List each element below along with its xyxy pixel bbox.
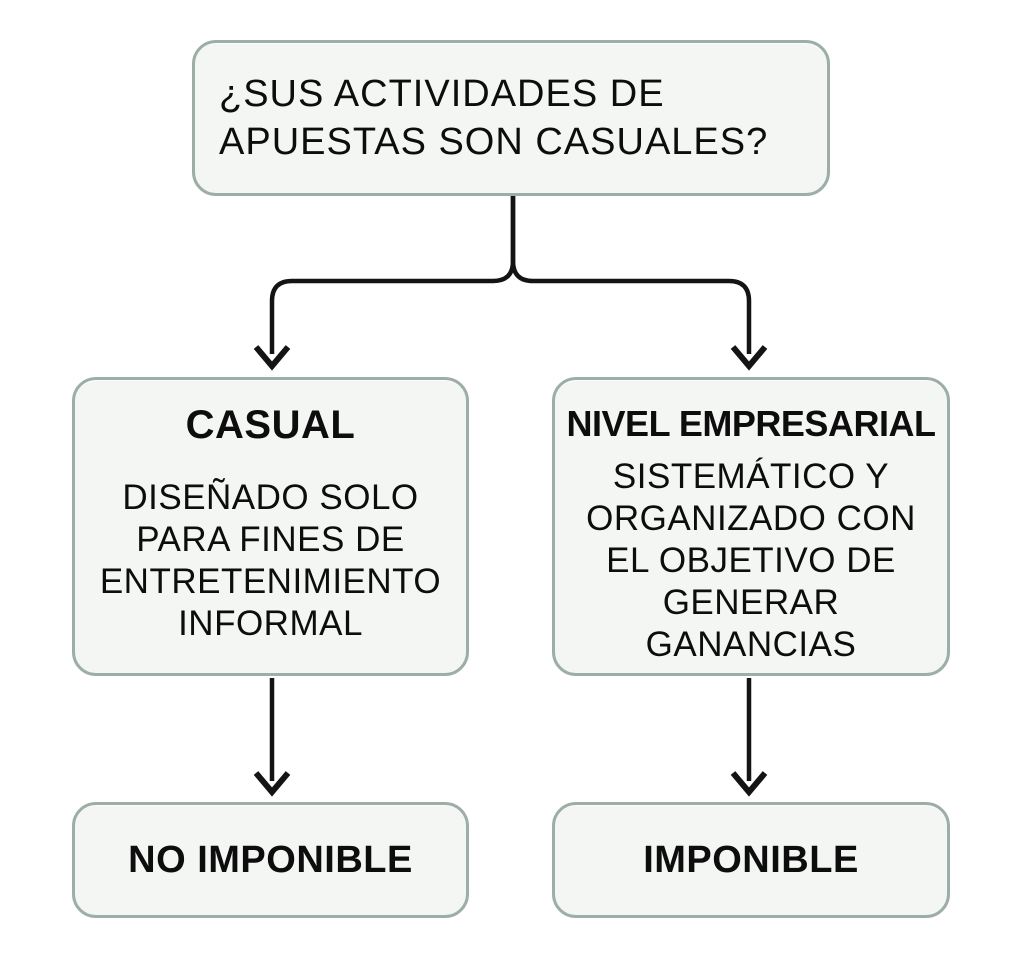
edge-question-to-casual	[269, 196, 516, 354]
arrowhead-down-icon	[253, 771, 291, 797]
arrowhead-down-icon	[253, 345, 291, 371]
node-business-level: NIVEL EMPRESARIAL SISTEMÁTICO Y ORGANIZA…	[552, 377, 950, 676]
taxable-label: IMPONIBLE	[643, 838, 859, 881]
node-question: ¿SUS ACTIVIDADES DE APUESTAS SON CASUALE…	[192, 40, 830, 196]
business-level-description: SISTEMÁTICO Y ORGANIZADO CON EL OBJETIVO…	[586, 457, 916, 664]
casual-title: CASUAL	[185, 403, 356, 447]
arrowhead-down-icon	[730, 345, 768, 371]
question-text: ¿SUS ACTIVIDADES DE APUESTAS SON CASUALE…	[219, 73, 769, 163]
business-level-title: NIVEL EMPRESARIAL	[566, 403, 936, 444]
node-taxable: IMPONIBLE	[552, 802, 950, 918]
not-taxable-label: NO IMPONIBLE	[128, 838, 413, 881]
node-casual: CASUAL DISEÑADO SOLO PARA FINES DE ENTRE…	[72, 377, 469, 676]
node-not-taxable: NO IMPONIBLE	[72, 802, 469, 918]
arrowhead-down-icon	[730, 771, 768, 797]
casual-description: DISEÑADO SOLO PARA FINES DE ENTRETENIMIE…	[99, 478, 442, 643]
edge-question-to-business	[510, 196, 752, 354]
